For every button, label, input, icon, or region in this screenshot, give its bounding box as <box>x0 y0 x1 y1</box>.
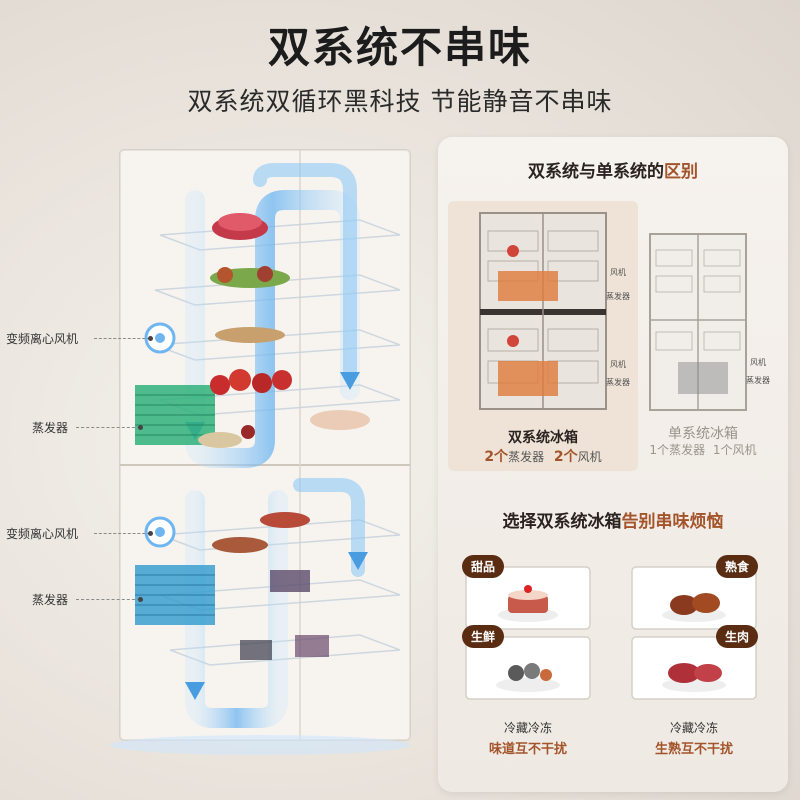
single-label-evaporator: 蒸发器 <box>746 376 770 385</box>
choose-heading: 选择双系统冰箱告别串味烦恼 <box>438 507 788 532</box>
drawer-raw-meat-image <box>631 636 757 700</box>
choose-heading-highlight: 告别串味烦恼 <box>621 512 724 532</box>
dual-label-fan: 风机 <box>610 268 626 277</box>
dual-evap-count: 2个 <box>484 449 509 465</box>
callout-dot <box>148 336 153 341</box>
single-fan-label: 风机 <box>732 443 757 457</box>
single-fan-count: 1个 <box>712 443 733 457</box>
dual-label-evaporator-2: 蒸发器 <box>606 378 630 387</box>
comparison-heading: 双系统与单系统的区别 <box>438 157 788 182</box>
dual-label-evaporator: 蒸发器 <box>606 292 630 301</box>
drawer-cooked-badge: 熟食 <box>716 555 759 578</box>
drawer-fresh: 生鲜 <box>452 625 604 707</box>
callout-dot <box>138 597 143 602</box>
page-title: 双系统不串味 <box>267 23 532 72</box>
single-evap-count: 1个 <box>649 443 670 457</box>
callout-line <box>94 338 150 339</box>
right-drawer-caption-sub: 生熟互不干扰 <box>654 742 733 757</box>
drawer-fresh-badge: 生鲜 <box>462 625 505 648</box>
right-drawer-caption: 冷藏冷冻 生熟互不干扰 <box>618 719 770 757</box>
right-drawer-caption-text: 冷藏冷冻 <box>669 721 718 735</box>
callout-line <box>76 599 140 600</box>
single-evap-label: 蒸发器 <box>669 443 706 457</box>
page-subtitle: 双系统双循环黑科技 节能静音不串味 <box>187 87 613 116</box>
drawer-raw-meat-badge: 生肉 <box>716 625 759 648</box>
drawer-raw-meat: 生肉 <box>618 625 770 707</box>
dual-fan-count: 2个 <box>553 449 578 465</box>
dual-system-spec: 2个蒸发器 2个风机 <box>448 446 638 466</box>
callout-dot <box>148 531 153 536</box>
dual-fridge-icon <box>479 212 607 410</box>
dual-evap-label: 蒸发器 <box>508 450 545 464</box>
callout-line <box>94 533 150 534</box>
dual-system-card: 风机 蒸发器 风机 蒸发器 双系统冰箱 2个蒸发器 2个风机 <box>448 201 638 471</box>
choose-heading-text: 选择双系统冰箱 <box>502 512 622 532</box>
drawer-cooked-image <box>631 566 757 630</box>
left-drawer-caption-sub: 味道互不干扰 <box>488 742 567 757</box>
drawer-dessert-image <box>465 566 591 630</box>
single-system-spec: 1个蒸发器 1个风机 <box>638 441 768 458</box>
drawer-dessert-badge: 甜品 <box>462 555 505 578</box>
single-system-card: 风机 蒸发器 单系统冰箱 1个蒸发器 1个风机 <box>638 227 783 467</box>
dual-system-name: 双系统冰箱 <box>508 430 578 446</box>
single-fridge-icon <box>649 233 747 411</box>
drawer-dessert: 甜品 <box>452 555 604 637</box>
callout-dot <box>138 425 143 430</box>
left-drawer-caption-text: 冷藏冷冻 <box>503 721 552 735</box>
dual-label-fan-2: 风机 <box>610 360 626 369</box>
dual-fan-label: 风机 <box>577 450 602 464</box>
callout-fan-top: 变频离心风机 <box>6 332 79 346</box>
drawer-cooked: 熟食 <box>618 555 770 637</box>
drawer-fresh-image <box>465 636 591 700</box>
callout-line <box>76 427 140 428</box>
callout-fan-bottom: 变频离心风机 <box>6 527 79 541</box>
comparison-panel: 双系统与单系统的区别 风机 蒸发器 风机 蒸发器 双系统冰箱 2个蒸发器 2个风… <box>438 137 788 792</box>
callout-evaporator-bottom: 蒸发器 <box>32 593 69 607</box>
callout-evaporator-top: 蒸发器 <box>32 421 69 435</box>
single-system-name: 单系统冰箱 <box>668 426 738 442</box>
fridge-illustration <box>110 149 411 755</box>
left-drawer-caption: 冷藏冷冻 味道互不干扰 <box>452 719 604 757</box>
comparison-heading-text: 双系统与单系统的 <box>528 162 664 182</box>
single-label-fan: 风机 <box>750 358 766 367</box>
comparison-heading-highlight: 区别 <box>664 162 698 182</box>
